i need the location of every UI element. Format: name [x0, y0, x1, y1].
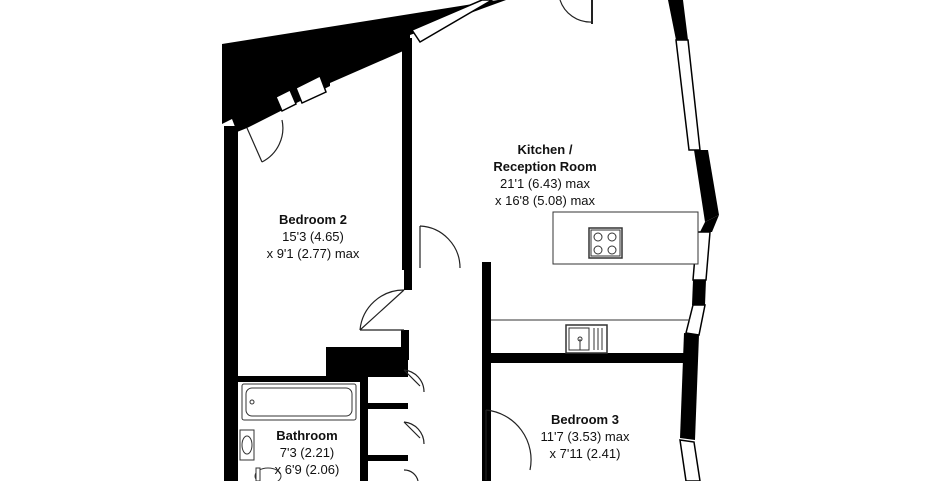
wall-cupboard-shelf2 [362, 455, 408, 461]
wall-cupboard-shelf1 [362, 403, 408, 409]
window-top-diagonal-2 [295, 74, 327, 105]
toilet-icon [254, 467, 282, 481]
door-bedroom2 [246, 119, 284, 163]
room-dim-bedroom3-1: 11'7 (3.53) max [540, 429, 630, 444]
washbasin-icon [239, 429, 255, 461]
room-name-bathroom: Bathroom [276, 428, 338, 443]
wall-right-lower [680, 333, 699, 440]
wall-right-corner [700, 215, 719, 232]
door-hall-kitchen [419, 225, 461, 269]
wall-right-mid [694, 150, 719, 222]
room-dim-bathroom-1: 7'3 (2.21) [279, 445, 335, 460]
wall-hall-right [482, 262, 491, 481]
door-cupboard-3 [403, 469, 419, 481]
room-name-kitchen-line2: Reception Room [493, 159, 597, 174]
bathroom-fixtures [239, 383, 357, 481]
hob-icon [588, 227, 623, 259]
wall-hall-left [404, 270, 412, 290]
wall-hall-cupboard [360, 351, 368, 481]
door-bedroom3 [485, 409, 532, 480]
wall-top-diagonal [222, 0, 506, 132]
door-cupboard-1 [403, 369, 425, 393]
kitchen-fixtures [491, 211, 699, 354]
doors [246, 0, 593, 481]
room-dim-bedroom2-1: 15'3 (4.65) [282, 229, 344, 244]
kitchen-island [552, 211, 699, 265]
room-label-kitchen: Kitchen / Reception Room 21'1 (6.43) max… [455, 141, 635, 209]
wall-hall-left-stub [401, 330, 409, 360]
room-dim-bathroom-2: x 6'9 (2.06) [274, 462, 340, 477]
window-right-1 [675, 39, 701, 151]
wall-right-upper [668, 0, 688, 40]
window-right-4 [679, 439, 701, 481]
room-name-kitchen-line1: Kitchen / [517, 142, 573, 157]
door-cupboard-2 [403, 421, 425, 445]
room-name-bedroom2: Bedroom 2 [279, 212, 347, 227]
wall-bedroom2-right [402, 38, 412, 270]
wall-bathroom-top [238, 376, 368, 382]
room-label-bathroom: Bathroom 7'3 (2.21) x 6'9 (2.06) [252, 427, 362, 478]
wall-right-pieces [692, 280, 706, 305]
door-entry-top [559, 0, 593, 23]
sink-icon [565, 324, 608, 354]
door-hall-bedroom2 [359, 289, 405, 331]
wall-bedroom2-left [224, 126, 238, 481]
bath-icon [241, 383, 357, 421]
window-top-diagonal [410, 0, 494, 44]
wall-kitchen-bedroom3 [486, 353, 691, 363]
room-dim-kitchen-1: 21'1 (6.43) max [500, 176, 590, 191]
room-dim-bedroom2-2: x 9'1 (2.77) max [266, 246, 360, 261]
room-label-bedroom3: Bedroom 3 11'7 (3.53) max x 7'11 (2.41) [510, 411, 660, 462]
room-dim-kitchen-2: x 16'8 (5.08) max [494, 193, 596, 208]
room-dim-bedroom3-2: x 7'11 (2.41) [549, 446, 621, 461]
room-name-bedroom3: Bedroom 3 [551, 412, 619, 427]
room-label-bedroom2: Bedroom 2 15'3 (4.65) x 9'1 (2.77) max [248, 211, 378, 262]
window-top-left [275, 88, 297, 113]
